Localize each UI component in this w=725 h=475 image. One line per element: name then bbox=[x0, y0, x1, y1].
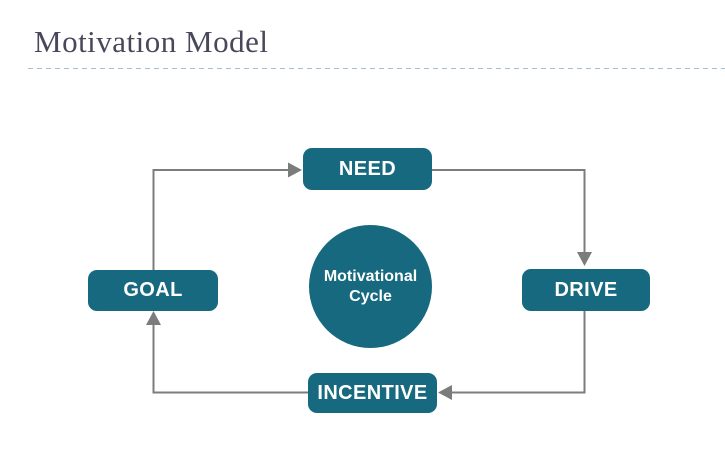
arrowhead-into-drive-icon bbox=[577, 252, 592, 266]
node-need: NEED bbox=[303, 148, 432, 190]
cycle-center-circle: Motivational Cycle bbox=[309, 225, 432, 348]
node-goal-label: GOAL bbox=[123, 279, 183, 301]
node-incentive: INCENTIVE bbox=[308, 373, 437, 413]
arrowhead-into-goal-icon bbox=[146, 311, 161, 325]
node-goal: GOAL bbox=[88, 270, 218, 311]
connector-need-to-drive bbox=[432, 169, 586, 252]
node-drive: DRIVE bbox=[522, 269, 650, 311]
node-drive-label: DRIVE bbox=[554, 278, 618, 301]
center-label-line1: Motivational bbox=[323, 267, 418, 285]
connector-drive-to-incentive bbox=[452, 311, 586, 394]
node-need-label: NEED bbox=[338, 157, 397, 180]
connector-incentive-to-goal bbox=[152, 325, 308, 394]
node-incentive-label: INCENTIVE bbox=[317, 381, 428, 404]
arrowhead-into-need-icon bbox=[288, 162, 302, 178]
center-label-line2: Cycle bbox=[349, 287, 392, 305]
page-title: Motivation Model bbox=[34, 24, 269, 59]
connector-goal-to-need bbox=[152, 169, 288, 270]
arrowhead-into-incentive-icon bbox=[438, 385, 452, 400]
title-divider bbox=[28, 68, 725, 69]
